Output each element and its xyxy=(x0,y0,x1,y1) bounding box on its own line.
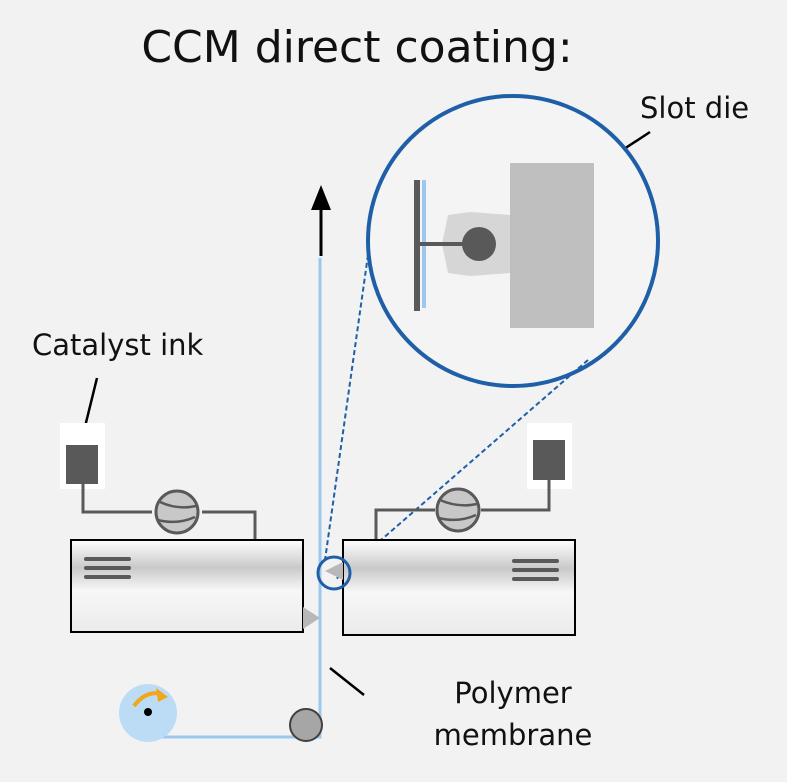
ink-line-left-out xyxy=(202,510,257,540)
zoom-connector-upper xyxy=(324,254,369,561)
ink-container-icon xyxy=(66,445,98,484)
catalyst-ink-label: Catalyst ink xyxy=(32,328,204,362)
menu-lines-icon-right xyxy=(512,559,559,581)
nozzle-tip-right xyxy=(325,562,343,580)
polymer-membrane-label-line1: Polymer xyxy=(454,676,572,710)
ink-container-icon-right xyxy=(533,440,565,480)
die-pivot xyxy=(462,227,496,261)
polymer-membrane-pointer-line xyxy=(329,667,365,696)
ink-line-right xyxy=(481,480,551,512)
nozzle-tip-left xyxy=(303,607,320,629)
ink-line-right-out xyxy=(374,508,435,540)
polymer-membrane-label-line2: membrane xyxy=(434,718,593,752)
supply-roll-axle xyxy=(144,708,152,716)
menu-lines-icon xyxy=(84,557,131,579)
upward-arrow-icon xyxy=(311,185,331,210)
pump-icon xyxy=(154,489,200,535)
ink-line-left xyxy=(81,484,152,514)
slot-die-label: Slot die xyxy=(640,91,749,125)
zoom-marker-circle xyxy=(316,555,352,591)
page-title: CCM direct coating: xyxy=(141,22,572,73)
pump-icon-right xyxy=(435,487,481,533)
polymer-membrane-line xyxy=(150,258,322,739)
coating-block-left xyxy=(70,539,304,633)
die-block xyxy=(510,163,594,328)
coating-block-right xyxy=(342,539,576,636)
rotation-arrowhead xyxy=(156,688,168,702)
roller-icon xyxy=(289,708,323,742)
